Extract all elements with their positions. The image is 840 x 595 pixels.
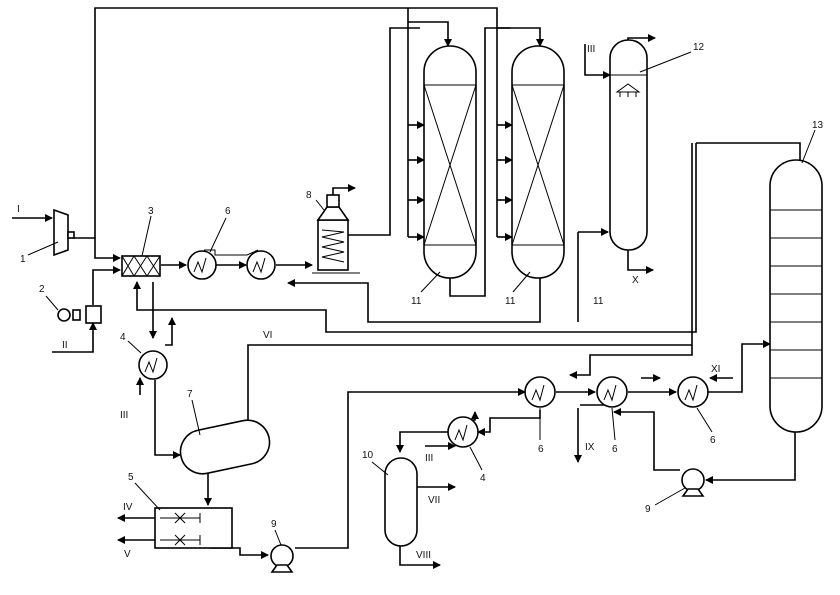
- furnace-8: [312, 194, 360, 274]
- heat-exchanger-6-upper-2: [246, 250, 276, 280]
- exchanger4-to-separator-line: [154, 380, 181, 459]
- pump2-to-mixer-line: [92, 266, 121, 305]
- pump-2: [57, 305, 102, 324]
- label-equipment-4-left: 4: [120, 332, 126, 343]
- reactor-1-side-inlets: [407, 22, 425, 241]
- label-equipment-2: 2: [39, 284, 45, 295]
- exchanger6c-to-column13-line: [708, 340, 771, 393]
- column13-overhead-line: [696, 142, 801, 160]
- heat-exchanger-4-left: [138, 350, 168, 380]
- pump-9-lower: [270, 544, 294, 573]
- pump9b-to-exchanger-line: [613, 408, 680, 471]
- reactor2-outlet-line: [287, 278, 541, 323]
- leader-lines: [27, 51, 816, 546]
- top-branch-to-reactor-1: [407, 8, 452, 47]
- column13-return-line: [569, 345, 693, 379]
- column13-bottoms-line: [705, 432, 796, 484]
- stream-label-IV: IV: [123, 502, 133, 513]
- vessel-10: [384, 457, 418, 547]
- label-equipment-11-second: 11: [505, 296, 516, 307]
- vessel10-outlet-VIII: [399, 545, 441, 569]
- furnace-flue-line: [332, 184, 356, 196]
- stream-label-VII: VII: [428, 495, 440, 506]
- label-equipment-5: 5: [128, 472, 134, 483]
- label-equipment-9-right: 9: [645, 504, 651, 515]
- stream-label-VI: VI: [263, 330, 272, 341]
- stream-labels: I II III III III IV V VI VII VIII IX X X…: [17, 44, 720, 561]
- column12-bottom-outlet-X: [627, 250, 654, 274]
- heat-exchanger-4-right: [447, 416, 479, 448]
- label-equipment-8: 8: [306, 190, 312, 201]
- stream-label-V: V: [124, 549, 131, 560]
- stream-label-XI: XI: [711, 364, 720, 375]
- mixer-3: [121, 255, 161, 277]
- stream-label-III-left: III: [120, 410, 128, 421]
- heat-exchanger-6-lower-2: [596, 376, 628, 408]
- label-equipment-12: 12: [693, 42, 705, 53]
- stream-label-IX: IX: [585, 442, 595, 453]
- label-equipment-1: 1: [20, 254, 26, 265]
- stream-label-X: X: [632, 275, 639, 286]
- piping: [12, 7, 801, 569]
- stream-III-to-column12: [584, 44, 611, 79]
- label-equipment-9-lower: 9: [271, 519, 277, 530]
- separator-7: [179, 419, 271, 475]
- pump9-to-exchangers-line: [295, 388, 526, 549]
- column-12: [609, 39, 648, 251]
- stream-label-III-right: III: [425, 453, 433, 464]
- reactor-11-first: [423, 45, 477, 279]
- label-equipment-7: 7: [187, 389, 193, 400]
- heat-exchanger-6-upper-1: [187, 250, 217, 280]
- recycle-to-mixer-line: [133, 143, 697, 333]
- heat-exchanger-6-lower-1: [524, 376, 556, 408]
- label-equipment-6-lower-2: 6: [612, 444, 618, 455]
- stream-label-II: II: [62, 340, 68, 351]
- label-equipment-11-third: 11: [593, 296, 604, 307]
- label-equipment-4-right: 4: [480, 473, 486, 484]
- column-13: [769, 159, 823, 433]
- label-equipment-6-upper: 6: [225, 206, 231, 217]
- separator7-overhead-VI: [247, 143, 693, 425]
- compressor-1: [53, 208, 75, 257]
- compressor-outlet-line: [72, 237, 121, 262]
- label-equipment-10: 10: [362, 450, 374, 461]
- heat-exchanger-6-lower-3: [677, 376, 709, 408]
- pump-9-right: [681, 468, 705, 497]
- stream-label-III-top: III: [587, 44, 595, 55]
- label-equipment-6-lower-1: 6: [538, 444, 544, 455]
- top-recycle-line: [94, 7, 544, 238]
- label-equipment-6-lower-3: 6: [710, 435, 716, 446]
- reactor-2-side-inlets: [496, 28, 513, 241]
- exchanger4b-to-vessel10-line: [396, 431, 448, 453]
- equipment-labels: 1 2 3 6 8 11 11 11 12 13 4 7 5 9 10 4 6 …: [20, 42, 824, 530]
- exchanger6a-to-exchanger4b-line: [477, 410, 541, 436]
- unit5-to-pump9-line: [210, 547, 269, 559]
- reactor1-to-reactor2-line: [449, 27, 510, 297]
- cooling-water-out-4a: [165, 317, 176, 346]
- label-equipment-3: 3: [148, 206, 154, 217]
- label-equipment-11-first: 11: [411, 296, 422, 307]
- reactor-11-second: [511, 45, 565, 279]
- stream-label-I: I: [17, 204, 20, 215]
- furnace-to-reactor-line: [342, 27, 420, 236]
- stream-label-VIII: VIII: [416, 550, 431, 561]
- unit-5: [154, 507, 233, 549]
- label-equipment-13: 13: [812, 120, 824, 131]
- feed-line-II: [52, 322, 97, 353]
